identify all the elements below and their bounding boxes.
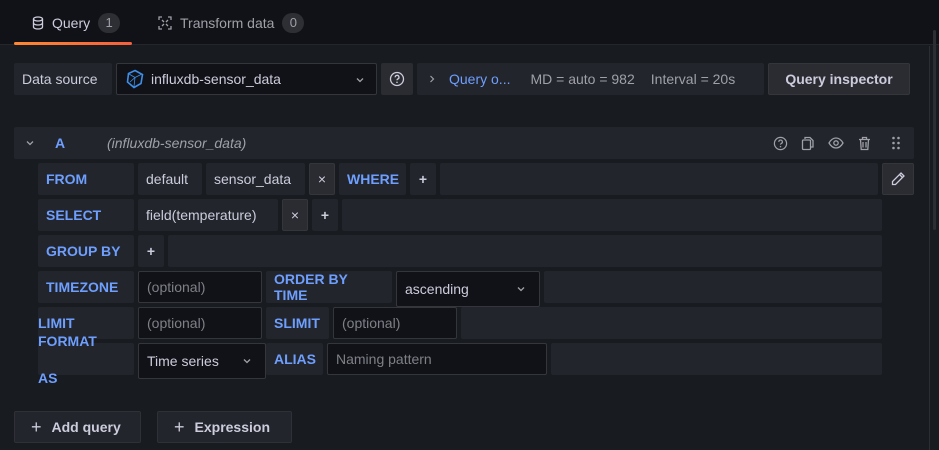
order-by-time-value: ascending bbox=[405, 281, 469, 297]
query-options-toggle[interactable]: Query o... MD = auto = 982 Interval = 20… bbox=[417, 63, 764, 95]
slimit-input[interactable]: (optional) bbox=[333, 307, 457, 339]
alias-label: ALIAS bbox=[266, 343, 323, 375]
tab-transform-data[interactable]: Transform data 0 bbox=[158, 0, 305, 45]
timezone-row-filler bbox=[544, 271, 882, 303]
chevron-down-icon bbox=[241, 354, 253, 370]
tab-query-label: Query bbox=[52, 14, 91, 31]
database-icon bbox=[32, 15, 44, 30]
query-row-header: A (influxdb-sensor_data) bbox=[14, 127, 914, 159]
trash-icon[interactable] bbox=[850, 127, 878, 159]
max-data-points: MD = auto = 982 bbox=[530, 71, 635, 87]
limit-row-filler bbox=[461, 307, 882, 339]
remove-select-button[interactable]: × bbox=[282, 199, 308, 231]
copy-icon[interactable] bbox=[794, 127, 822, 159]
order-by-time-select[interactable]: ascending bbox=[396, 271, 540, 307]
select-row-filler bbox=[342, 199, 882, 231]
influxdb-logo-icon bbox=[125, 69, 145, 89]
eye-icon[interactable] bbox=[822, 127, 850, 159]
data-source-picker[interactable]: influxdb-sensor_data bbox=[116, 63, 377, 95]
format-row-filler bbox=[551, 343, 882, 375]
chevron-down-icon bbox=[354, 73, 366, 89]
drag-handle-icon[interactable] bbox=[878, 127, 914, 159]
format-as-label bbox=[38, 343, 134, 375]
tab-transform-label: Transform data bbox=[180, 14, 275, 31]
tab-query-count: 1 bbox=[98, 12, 121, 33]
tab-query[interactable]: Query 1 bbox=[14, 0, 133, 45]
chevron-down-icon bbox=[515, 282, 527, 298]
add-select-button[interactable]: + bbox=[312, 199, 338, 231]
group-by-row-filler bbox=[168, 235, 882, 267]
from-label: FROM bbox=[38, 163, 134, 195]
select-field-segment[interactable]: field(temperature) bbox=[138, 199, 278, 231]
chevron-right-icon bbox=[427, 71, 437, 87]
query-name[interactable]: A bbox=[55, 135, 66, 151]
as-label-text: AS bbox=[38, 370, 58, 386]
pencil-icon bbox=[890, 171, 906, 187]
remove-measurement-button[interactable]: × bbox=[309, 163, 335, 195]
limit-label bbox=[38, 307, 134, 339]
query-actions bbox=[766, 127, 914, 159]
question-circle-icon[interactable] bbox=[766, 127, 794, 159]
limit-label-text: LIMIT bbox=[38, 315, 75, 331]
expression-button[interactable]: + Expression bbox=[157, 411, 292, 443]
where-label: WHERE bbox=[339, 163, 406, 195]
group-by-label: GROUP BY bbox=[38, 235, 134, 267]
order-by-time-label: ORDER BY TIME bbox=[266, 271, 392, 303]
expression-label: Expression bbox=[194, 419, 270, 435]
data-source-help-button[interactable] bbox=[381, 63, 413, 95]
data-source-label: Data source bbox=[14, 63, 112, 95]
add-query-label: Add query bbox=[51, 419, 121, 435]
limit-input[interactable]: (optional) bbox=[138, 307, 262, 339]
query-options-label: Query o... bbox=[449, 71, 511, 87]
data-source-value: influxdb-sensor_data bbox=[151, 71, 281, 87]
format-label-text: FORMAT bbox=[38, 333, 97, 349]
plus-icon: + bbox=[174, 416, 185, 437]
from-row-filler bbox=[440, 163, 878, 195]
add-group-by-button[interactable]: + bbox=[138, 235, 164, 267]
edit-raw-query-button[interactable] bbox=[882, 163, 914, 195]
timezone-input[interactable]: (optional) bbox=[138, 271, 262, 303]
slimit-label: SLIMIT bbox=[266, 307, 329, 339]
tab-bar: Query 1 Transform data 0 bbox=[0, 0, 939, 45]
collapse-chevron-icon[interactable] bbox=[24, 136, 36, 152]
measurement-segment[interactable]: sensor_data bbox=[206, 163, 305, 195]
add-query-button[interactable]: + Add query bbox=[14, 411, 141, 443]
tab-transform-count: 0 bbox=[282, 12, 305, 33]
interval-value: Interval = 20s bbox=[650, 71, 736, 87]
transform-icon bbox=[158, 15, 172, 30]
select-label: SELECT bbox=[38, 199, 134, 231]
timezone-label: TIMEZONE bbox=[38, 271, 134, 303]
query-datasource-name: (influxdb-sensor_data) bbox=[107, 135, 247, 151]
query-inspector-button[interactable]: Query inspector bbox=[768, 63, 910, 95]
retention-policy-segment[interactable]: default bbox=[138, 163, 202, 195]
alias-input[interactable]: Naming pattern bbox=[327, 343, 547, 375]
scrollbar[interactable] bbox=[933, 30, 936, 230]
add-where-button[interactable]: + bbox=[410, 163, 436, 195]
plus-icon: + bbox=[31, 416, 42, 437]
question-circle-icon bbox=[389, 71, 405, 87]
active-tab-indicator bbox=[14, 42, 133, 45]
format-as-value: Time series bbox=[147, 353, 219, 369]
format-as-select[interactable]: Time series bbox=[138, 343, 266, 379]
